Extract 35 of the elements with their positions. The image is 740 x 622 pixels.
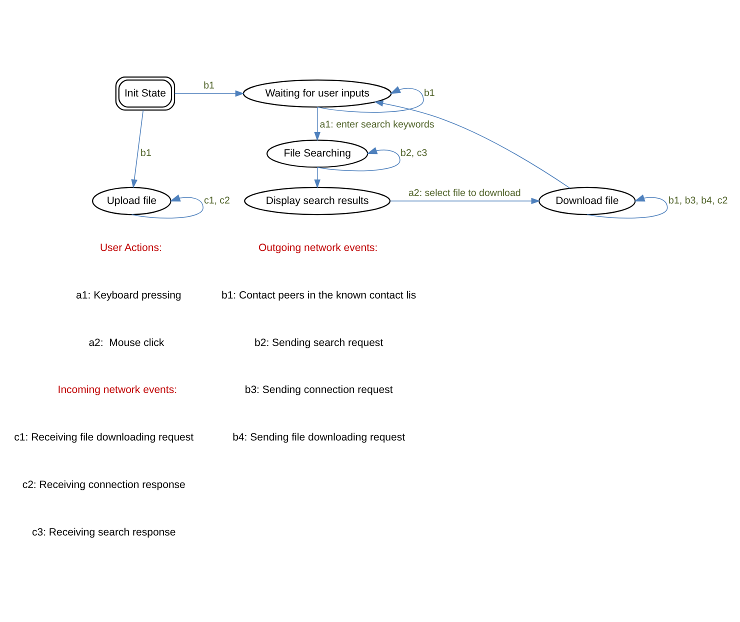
label: b2: Sending search request bbox=[254, 336, 384, 348]
edge-label: a1: enter search keywords bbox=[320, 119, 434, 130]
edge-label: a2: select file to download bbox=[408, 188, 521, 199]
label: b4: Sending file downloading request bbox=[232, 431, 406, 444]
edge-label: b1 bbox=[424, 88, 435, 99]
label: Outgoing network events: bbox=[258, 242, 378, 254]
arrow bbox=[390, 197, 540, 204]
label: User Actions: bbox=[100, 242, 162, 254]
label: a1: Keyboard pressing bbox=[76, 289, 182, 301]
arrow bbox=[374, 100, 570, 188]
node-ellipse: File Searching bbox=[266, 139, 368, 168]
label: c1: Receiving file downloading request bbox=[14, 431, 194, 444]
label: c3: Receiving search response bbox=[32, 526, 176, 538]
node-ellipse: Display search results bbox=[244, 186, 391, 215]
arrow bbox=[316, 146, 400, 171]
edge-label: b2, c3 bbox=[400, 148, 428, 159]
edge-label: b1 bbox=[204, 80, 214, 92]
label: b1: Contact peers in the known contact lis bbox=[221, 289, 416, 301]
label: Incoming network events: bbox=[58, 384, 178, 396]
label: a2: Mouse click bbox=[88, 336, 164, 348]
arrow bbox=[316, 86, 424, 112]
arrow bbox=[314, 166, 320, 188]
arrow bbox=[586, 194, 668, 218]
arrow bbox=[131, 194, 204, 218]
arrow bbox=[131, 109, 144, 188]
arrow bbox=[174, 90, 244, 96]
node-box: Init State bbox=[115, 76, 176, 110]
arrow bbox=[314, 106, 320, 141]
label: b3: Sending connection request bbox=[244, 384, 393, 396]
node-ellipse: Download file bbox=[538, 186, 636, 215]
node-ellipse: Upload file bbox=[92, 186, 172, 215]
label: c2: Receiving connection response bbox=[22, 478, 186, 490]
edge-label: c1, c2 bbox=[204, 195, 230, 206]
edge-label: b1, b3, b4, c2 bbox=[668, 195, 728, 206]
edge-label: b1 bbox=[140, 148, 152, 159]
